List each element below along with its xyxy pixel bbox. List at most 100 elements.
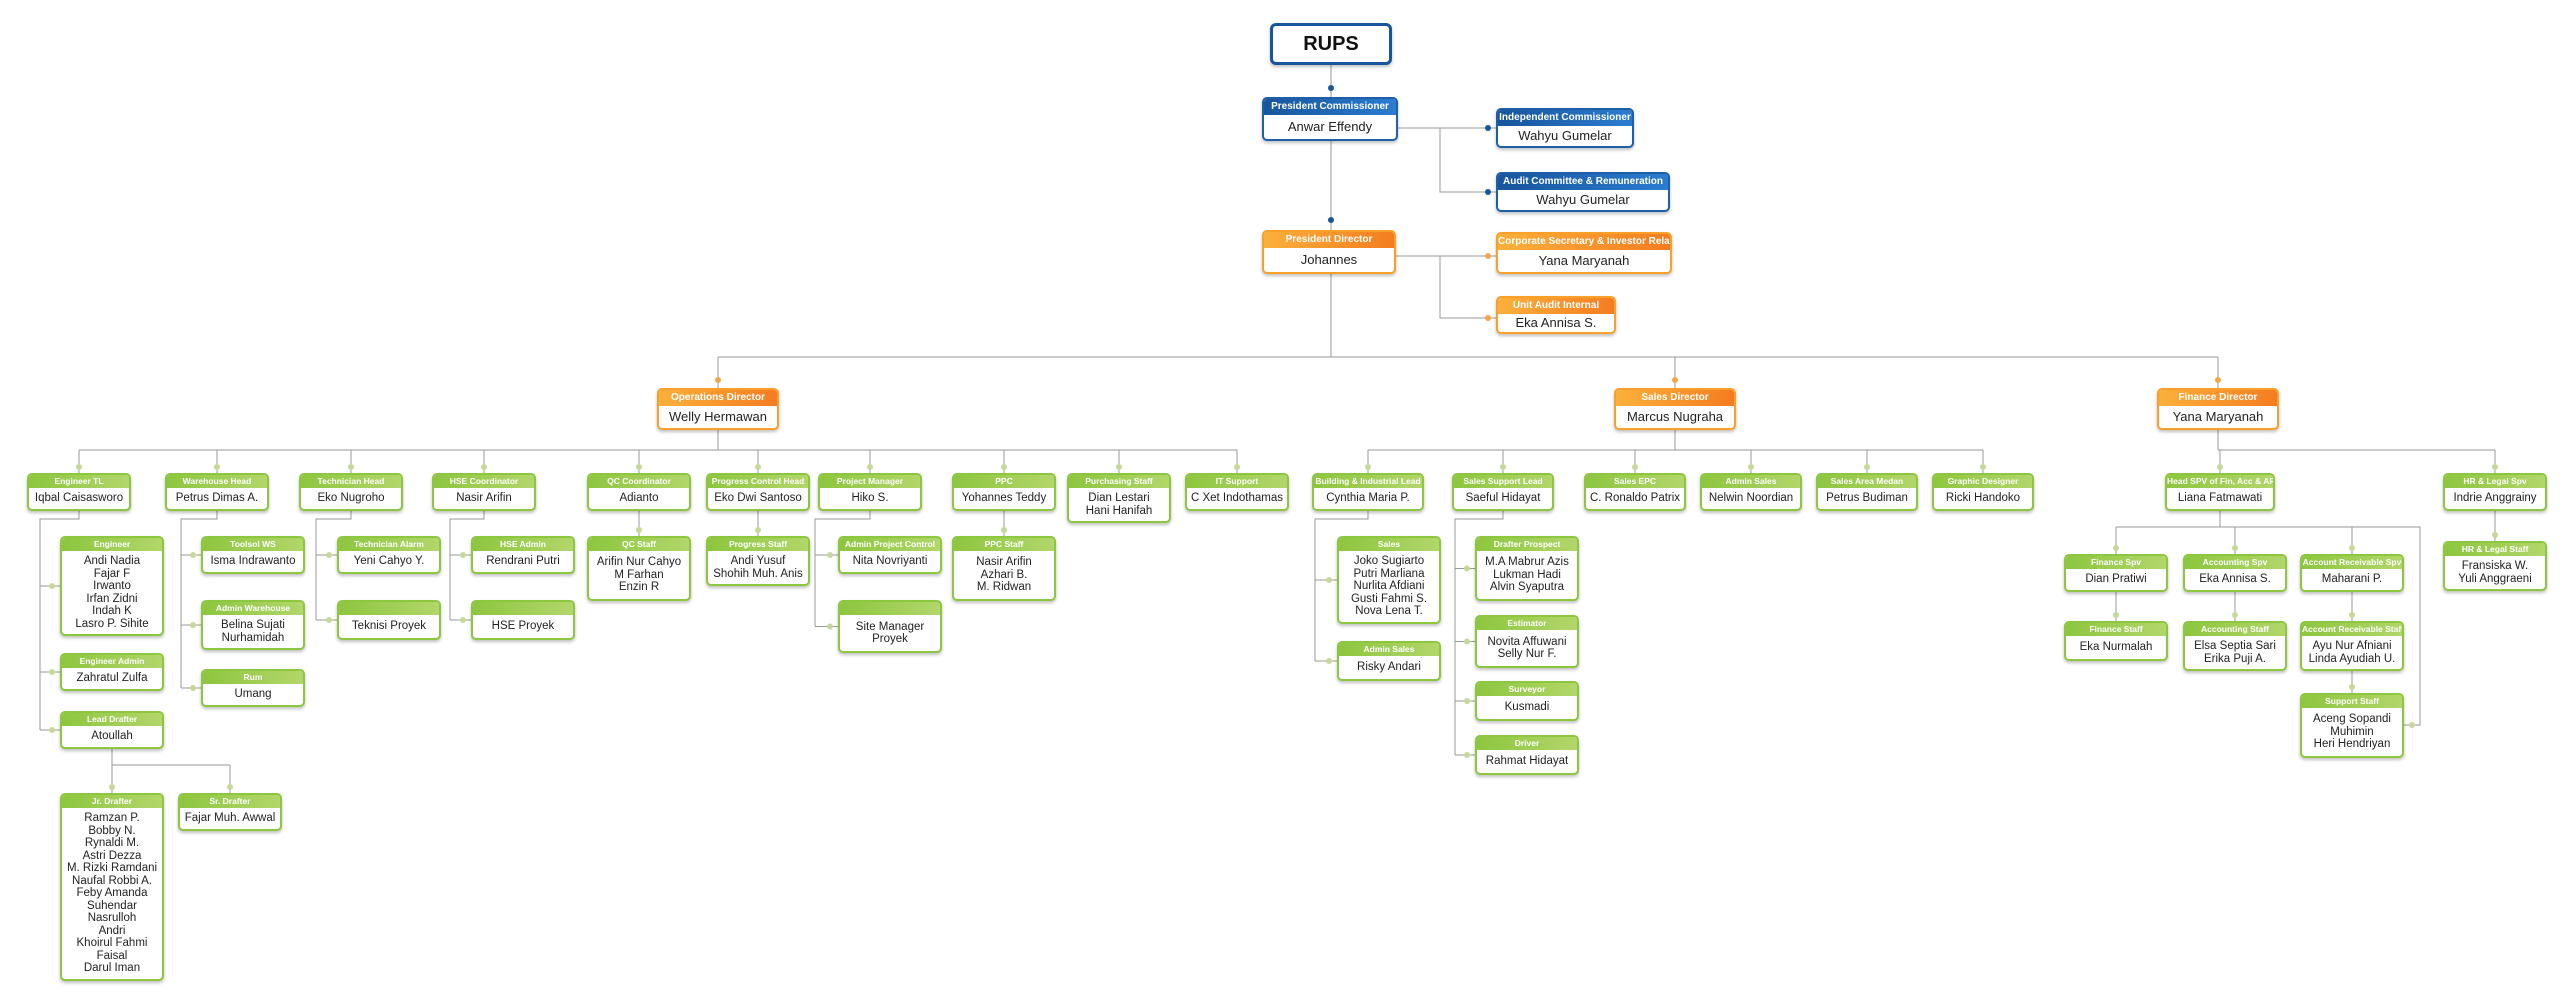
role-title: Estimator (1477, 617, 1577, 630)
connector-dot (76, 464, 82, 470)
person-name: Ramzan P. Bobby N. Rynaldi M. Astri Dezz… (66, 812, 158, 975)
connector-dot (190, 552, 196, 558)
connector-dot (1748, 464, 1754, 470)
connector-dot (2113, 545, 2119, 551)
role-title: Sr. Drafter (180, 795, 280, 808)
org-card-sitemgr: Site Manager Proyek (838, 600, 942, 653)
person-name: Petrus Dimas A. (175, 492, 259, 505)
connector-dot (1500, 464, 1506, 470)
connector-dot (109, 784, 115, 790)
person-name: Petrus Budiman (1826, 492, 1908, 505)
role-title: Operations Director (659, 390, 777, 406)
person-name: Risky Andari (1357, 661, 1421, 674)
connector-dot (755, 527, 761, 533)
role-title: Admin Project Control (840, 538, 940, 551)
person-name: Andi Yusuf Shohih Muh. Anis (713, 555, 803, 580)
person-name: Atoullah (91, 730, 133, 743)
connector-dot (1116, 464, 1122, 470)
role-title: Account Receivable Spv (2302, 556, 2402, 569)
connector-dot (2492, 464, 2498, 470)
connector-dot (2217, 464, 2223, 470)
person-name: HSE Proyek (491, 620, 555, 633)
role-title: PPC Staff (954, 538, 1054, 551)
connector-line (1396, 255, 1496, 319)
person-name: Belina Sujati Nurhamidah (221, 619, 285, 644)
role-title: Account Receivable Staff (2302, 623, 2402, 636)
role-title: Accounting Staff (2185, 623, 2285, 636)
role-title: Independent Commissioner (1498, 110, 1632, 126)
role-title: HSE Admin (473, 538, 573, 551)
person-name: Arifin Nur Cahyo M Farhan Enzin R (596, 556, 682, 594)
role-title (473, 602, 573, 615)
person-name: Adianto (619, 492, 659, 505)
person-name: Rendrani Putri (486, 555, 560, 568)
connector-dot (190, 622, 196, 628)
connector-dot (636, 527, 642, 533)
connector-dot (1672, 377, 1678, 383)
connector-dot (2492, 532, 2498, 538)
role-title: QC Coordinator (589, 475, 689, 488)
role-title: Graphic Designer (1934, 475, 2032, 488)
connector-dot (1632, 464, 1638, 470)
person-name: Rahmat Hidayat (1485, 755, 1569, 768)
role-title: Technician Alarm (339, 538, 439, 551)
connector-dot (755, 464, 761, 470)
person-name: Hiko S. (851, 492, 889, 505)
person-name: Saeful Hidayat (1465, 492, 1541, 505)
rups-box: RUPS (1270, 23, 1392, 65)
person-name: Nita Novriyanti (852, 555, 928, 568)
role-title: Admin Warehouse (203, 602, 303, 615)
role-title: Finance Spv (2066, 556, 2166, 569)
person-name: Fransiska W. Yuli Anggraeni (2458, 560, 2532, 585)
connector-dot (1485, 253, 1491, 259)
person-name: Eka Annisa S. (1515, 315, 1597, 330)
role-title: Progress Control Head (708, 475, 808, 488)
role-title: Project Manager (820, 475, 920, 488)
connector-dot (326, 617, 332, 623)
connector-dot (348, 464, 354, 470)
connector-dot (227, 784, 233, 790)
person-name: Isma Indrawanto (210, 555, 296, 568)
role-title: Head SPV of Fin, Acc & AR (2167, 475, 2273, 488)
role-title: Rum (203, 671, 303, 684)
person-name: Andi Nadia Fajar F Irwanto Irfan Zidni I… (75, 555, 149, 630)
person-name: Nelwin Noordian (1708, 492, 1794, 505)
role-title: HR & Legal Staff (2445, 543, 2545, 556)
person-name: Liana Fatmawati (2177, 492, 2263, 505)
role-title: Sales Area Medan (1818, 475, 1916, 488)
connector-dot (1234, 464, 1240, 470)
person-name: Ricki Handoko (1945, 492, 2021, 505)
person-name: Eka Nurmalah (2079, 641, 2153, 654)
connector-dot (326, 552, 332, 558)
role-title: Unit Audit Internal (1498, 298, 1614, 314)
connector-dot (460, 552, 466, 558)
person-name: Anwar Effendy (1287, 119, 1373, 134)
connector-dot (2349, 612, 2355, 618)
connector-line (1398, 127, 1496, 193)
person-name: Indrie Anggrainy (2453, 492, 2537, 505)
org-card-headspv: Head SPV of Fin, Acc & AR Liana Fatmawati (2165, 473, 2275, 511)
role-title: PPC (954, 475, 1054, 488)
role-title: Sales EPC (1586, 475, 1684, 488)
